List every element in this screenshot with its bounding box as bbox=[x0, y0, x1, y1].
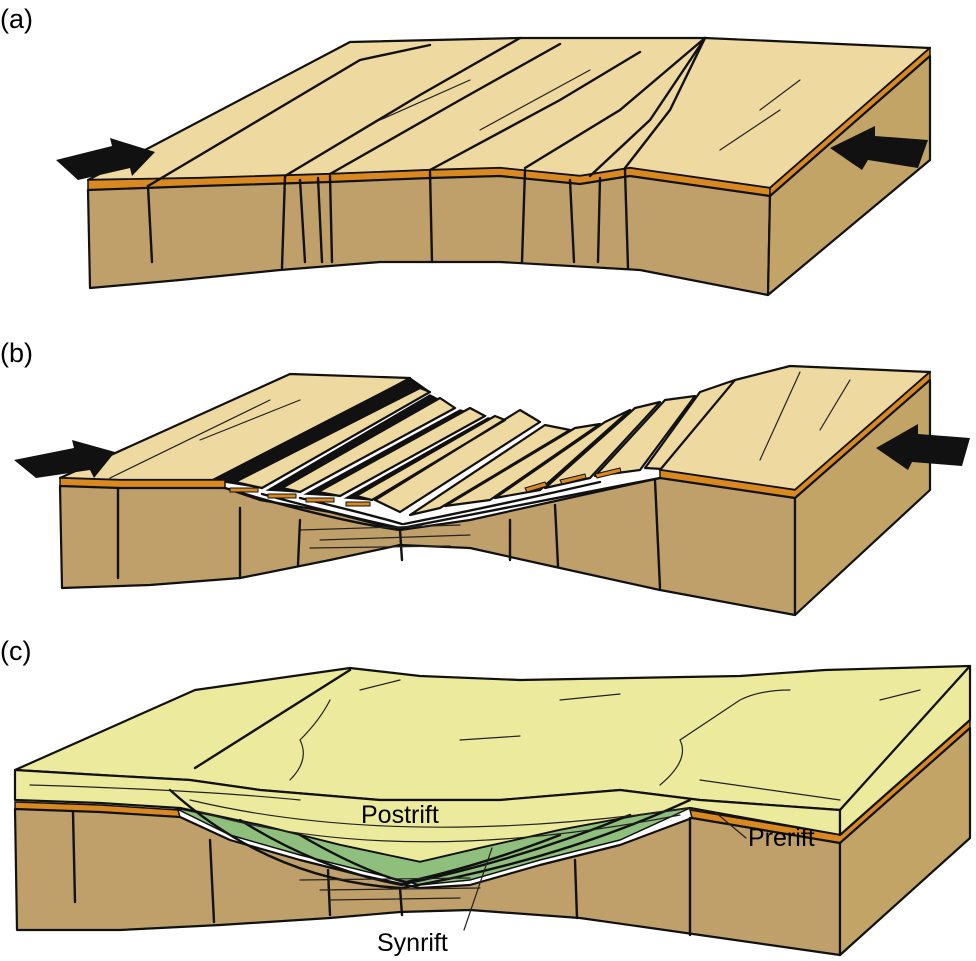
panel-a-label: (a) bbox=[0, 4, 33, 34]
extension-arrow-right-a bbox=[830, 126, 928, 170]
prerift-label: Prerift bbox=[748, 824, 815, 852]
panel-b-surface-lines bbox=[109, 371, 851, 479]
panel-b: (b) bbox=[0, 338, 970, 617]
panel-c-faults bbox=[71, 668, 692, 937]
extension-arrow-left-a bbox=[56, 138, 155, 180]
panel-b-tilted-blocks bbox=[233, 378, 737, 517]
panel-c-front-face bbox=[13, 807, 842, 957]
panel-a-side-face bbox=[766, 54, 932, 297]
panel-a-surface-faults bbox=[146, 36, 801, 188]
postrift-label: Postrift bbox=[361, 801, 439, 829]
extension-arrow-right-b bbox=[876, 424, 970, 470]
panel-c: (c) bbox=[0, 636, 972, 957]
panel-c-synrift-wedge bbox=[174, 807, 691, 886]
panel-c-label: (c) bbox=[0, 636, 31, 666]
panel-b-label: (b) bbox=[0, 338, 33, 368]
panel-c-side-postrift bbox=[838, 664, 972, 837]
panel-a-front-face bbox=[86, 174, 772, 297]
panel-c-surface-channels bbox=[289, 679, 921, 786]
panel-b-graben-faults bbox=[116, 476, 662, 590]
panel-b-graben-layer-segments bbox=[229, 467, 622, 507]
panel-a: (a) bbox=[0, 4, 932, 297]
extension-arrow-left-b bbox=[14, 440, 115, 478]
synrift-leader-line bbox=[463, 847, 493, 931]
prerift-leader-line bbox=[714, 811, 747, 839]
panel-c-side-face bbox=[838, 726, 972, 957]
synrift-label: Synrift bbox=[377, 929, 448, 957]
panel-c-postrift-layering bbox=[29, 779, 841, 843]
panel-a-front-faults bbox=[146, 168, 630, 270]
